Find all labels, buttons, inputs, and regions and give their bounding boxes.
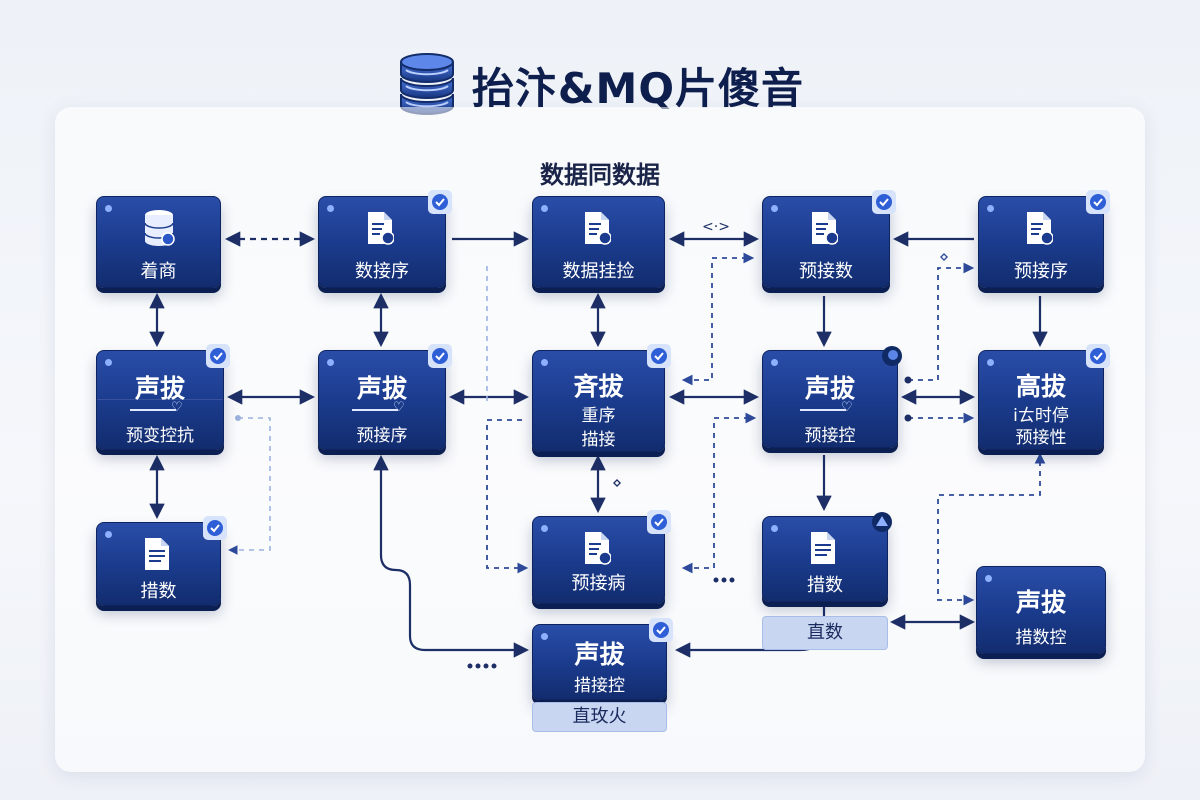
diamond-mark-2: ⋄	[612, 473, 622, 492]
dashed-n7-n12	[486, 419, 529, 574]
check-badge-icon	[206, 344, 230, 368]
node-n6[interactable]: 声拔 ♡ 预变控抗	[96, 344, 230, 450]
node-sub: 预接序	[356, 426, 408, 446]
check-badge-icon	[428, 344, 452, 368]
status-dot	[985, 575, 992, 582]
status-dot	[987, 359, 994, 366]
node-title: 声拔	[356, 374, 407, 403]
status-dot	[327, 359, 334, 366]
node-label: 预接序	[1014, 261, 1068, 282]
status-dot	[771, 525, 778, 532]
dashed-n14-n10	[937, 452, 1046, 606]
node-label: 预接病	[571, 573, 626, 594]
node-n14[interactable]: 声拔 措数控	[976, 566, 1106, 654]
heart-icon: ♡	[393, 400, 405, 415]
node-label: 预接数	[799, 261, 853, 282]
node-label: 数据挂捡	[562, 261, 635, 282]
node-n8[interactable]: 斉拔 重序 描接	[532, 344, 671, 452]
node-title: 斉拔	[573, 372, 624, 401]
status-dot	[987, 205, 994, 212]
document-icon	[144, 538, 169, 570]
status-dot	[541, 633, 548, 640]
status-dot	[771, 205, 778, 212]
check-badge-icon	[203, 516, 227, 540]
node-title: 声拔	[134, 374, 185, 403]
node-line1: iㄊ时停	[1013, 406, 1069, 426]
node-n4[interactable]: 预接数	[762, 190, 896, 288]
status-dot	[541, 525, 548, 532]
node-sub: 预接控	[804, 426, 856, 446]
node-n2[interactable]: 数接序	[318, 190, 452, 288]
status-dot	[105, 205, 112, 212]
check-badge-icon	[428, 190, 452, 214]
divider	[800, 409, 846, 411]
dashed-light-n6-n11	[228, 417, 271, 555]
node-n7[interactable]: 声拔 ♡ 预接序	[318, 344, 452, 450]
node-sub: 措接控	[574, 676, 625, 696]
heart-icon: ♡	[171, 400, 183, 415]
status-dot	[541, 205, 548, 212]
page-title: 抬汴&MQ片傻音	[471, 63, 805, 113]
status-dot	[327, 205, 334, 212]
node-n11[interactable]: 措数	[96, 516, 227, 606]
node-line2: 描接	[581, 430, 616, 450]
warning-badge-icon	[872, 512, 892, 532]
document-gear-icon	[812, 212, 838, 245]
database-stack-icon	[399, 53, 454, 115]
dashed-n8-n4	[681, 252, 755, 386]
status-dot	[105, 359, 112, 366]
code-mark: <·>	[702, 219, 730, 235]
diagram-subtitle: 数据同数据	[540, 161, 660, 189]
link-n7-n15	[373, 454, 530, 658]
header: 抬汴&MQ片傻音	[0, 50, 1200, 120]
node-n13[interactable]: 措数	[762, 512, 892, 602]
node-label: 数接序	[355, 261, 409, 282]
node-n5[interactable]: 预接序	[978, 190, 1110, 288]
node-n15[interactable]: 声拔 措接控	[532, 618, 673, 700]
check-badge-icon	[647, 510, 671, 534]
document-gear-icon	[368, 212, 394, 245]
node-title: 高拔	[1015, 372, 1066, 401]
dashed-n9-n5	[908, 262, 975, 381]
divider	[130, 409, 176, 411]
divider	[352, 409, 398, 411]
node-n9[interactable]: 声拔 ♡ 预接控	[762, 346, 902, 448]
tag-t1: 直数	[762, 616, 888, 650]
node-label: 措数	[140, 581, 177, 602]
check-badge-icon	[1086, 190, 1110, 214]
node-title: 声拔	[1015, 588, 1066, 617]
heart-icon: ♡	[841, 400, 853, 415]
diamond-mark-1: ⋄	[939, 247, 949, 266]
tag-t2: 直玫火	[532, 702, 667, 732]
node-n10[interactable]: 高拔 iㄊ时停 预接性	[978, 344, 1110, 450]
status-dot	[771, 359, 778, 366]
document-icon	[811, 532, 835, 564]
node-sub: 预变控抗	[126, 426, 194, 446]
check-badge-icon	[647, 344, 671, 368]
node-line1: 重序	[581, 406, 616, 426]
node-title: 声拔	[574, 640, 625, 669]
node-label: 措数	[807, 575, 843, 596]
node-line2: 预接性	[1015, 428, 1067, 448]
node-label: 着商	[140, 261, 177, 282]
status-dot	[541, 359, 548, 366]
document-gear-icon	[1027, 212, 1053, 245]
node-n12[interactable]: 预接病	[532, 510, 671, 604]
node-title: 声拔	[804, 374, 855, 403]
node-n1[interactable]: 着商	[96, 196, 221, 288]
band	[97, 399, 223, 400]
check-badge-icon	[872, 190, 896, 214]
node-sub: 措数控	[1015, 628, 1067, 648]
dashed-n12-n9	[681, 412, 757, 574]
drop-badge-icon	[882, 346, 902, 366]
check-badge-icon	[649, 618, 673, 642]
node-n3[interactable]: 数据挂捡	[532, 196, 665, 288]
document-gear-icon	[584, 212, 611, 245]
status-dot	[105, 531, 112, 538]
check-badge-icon	[1086, 344, 1110, 368]
document-gear-icon	[584, 532, 611, 565]
database-icon	[143, 210, 175, 246]
